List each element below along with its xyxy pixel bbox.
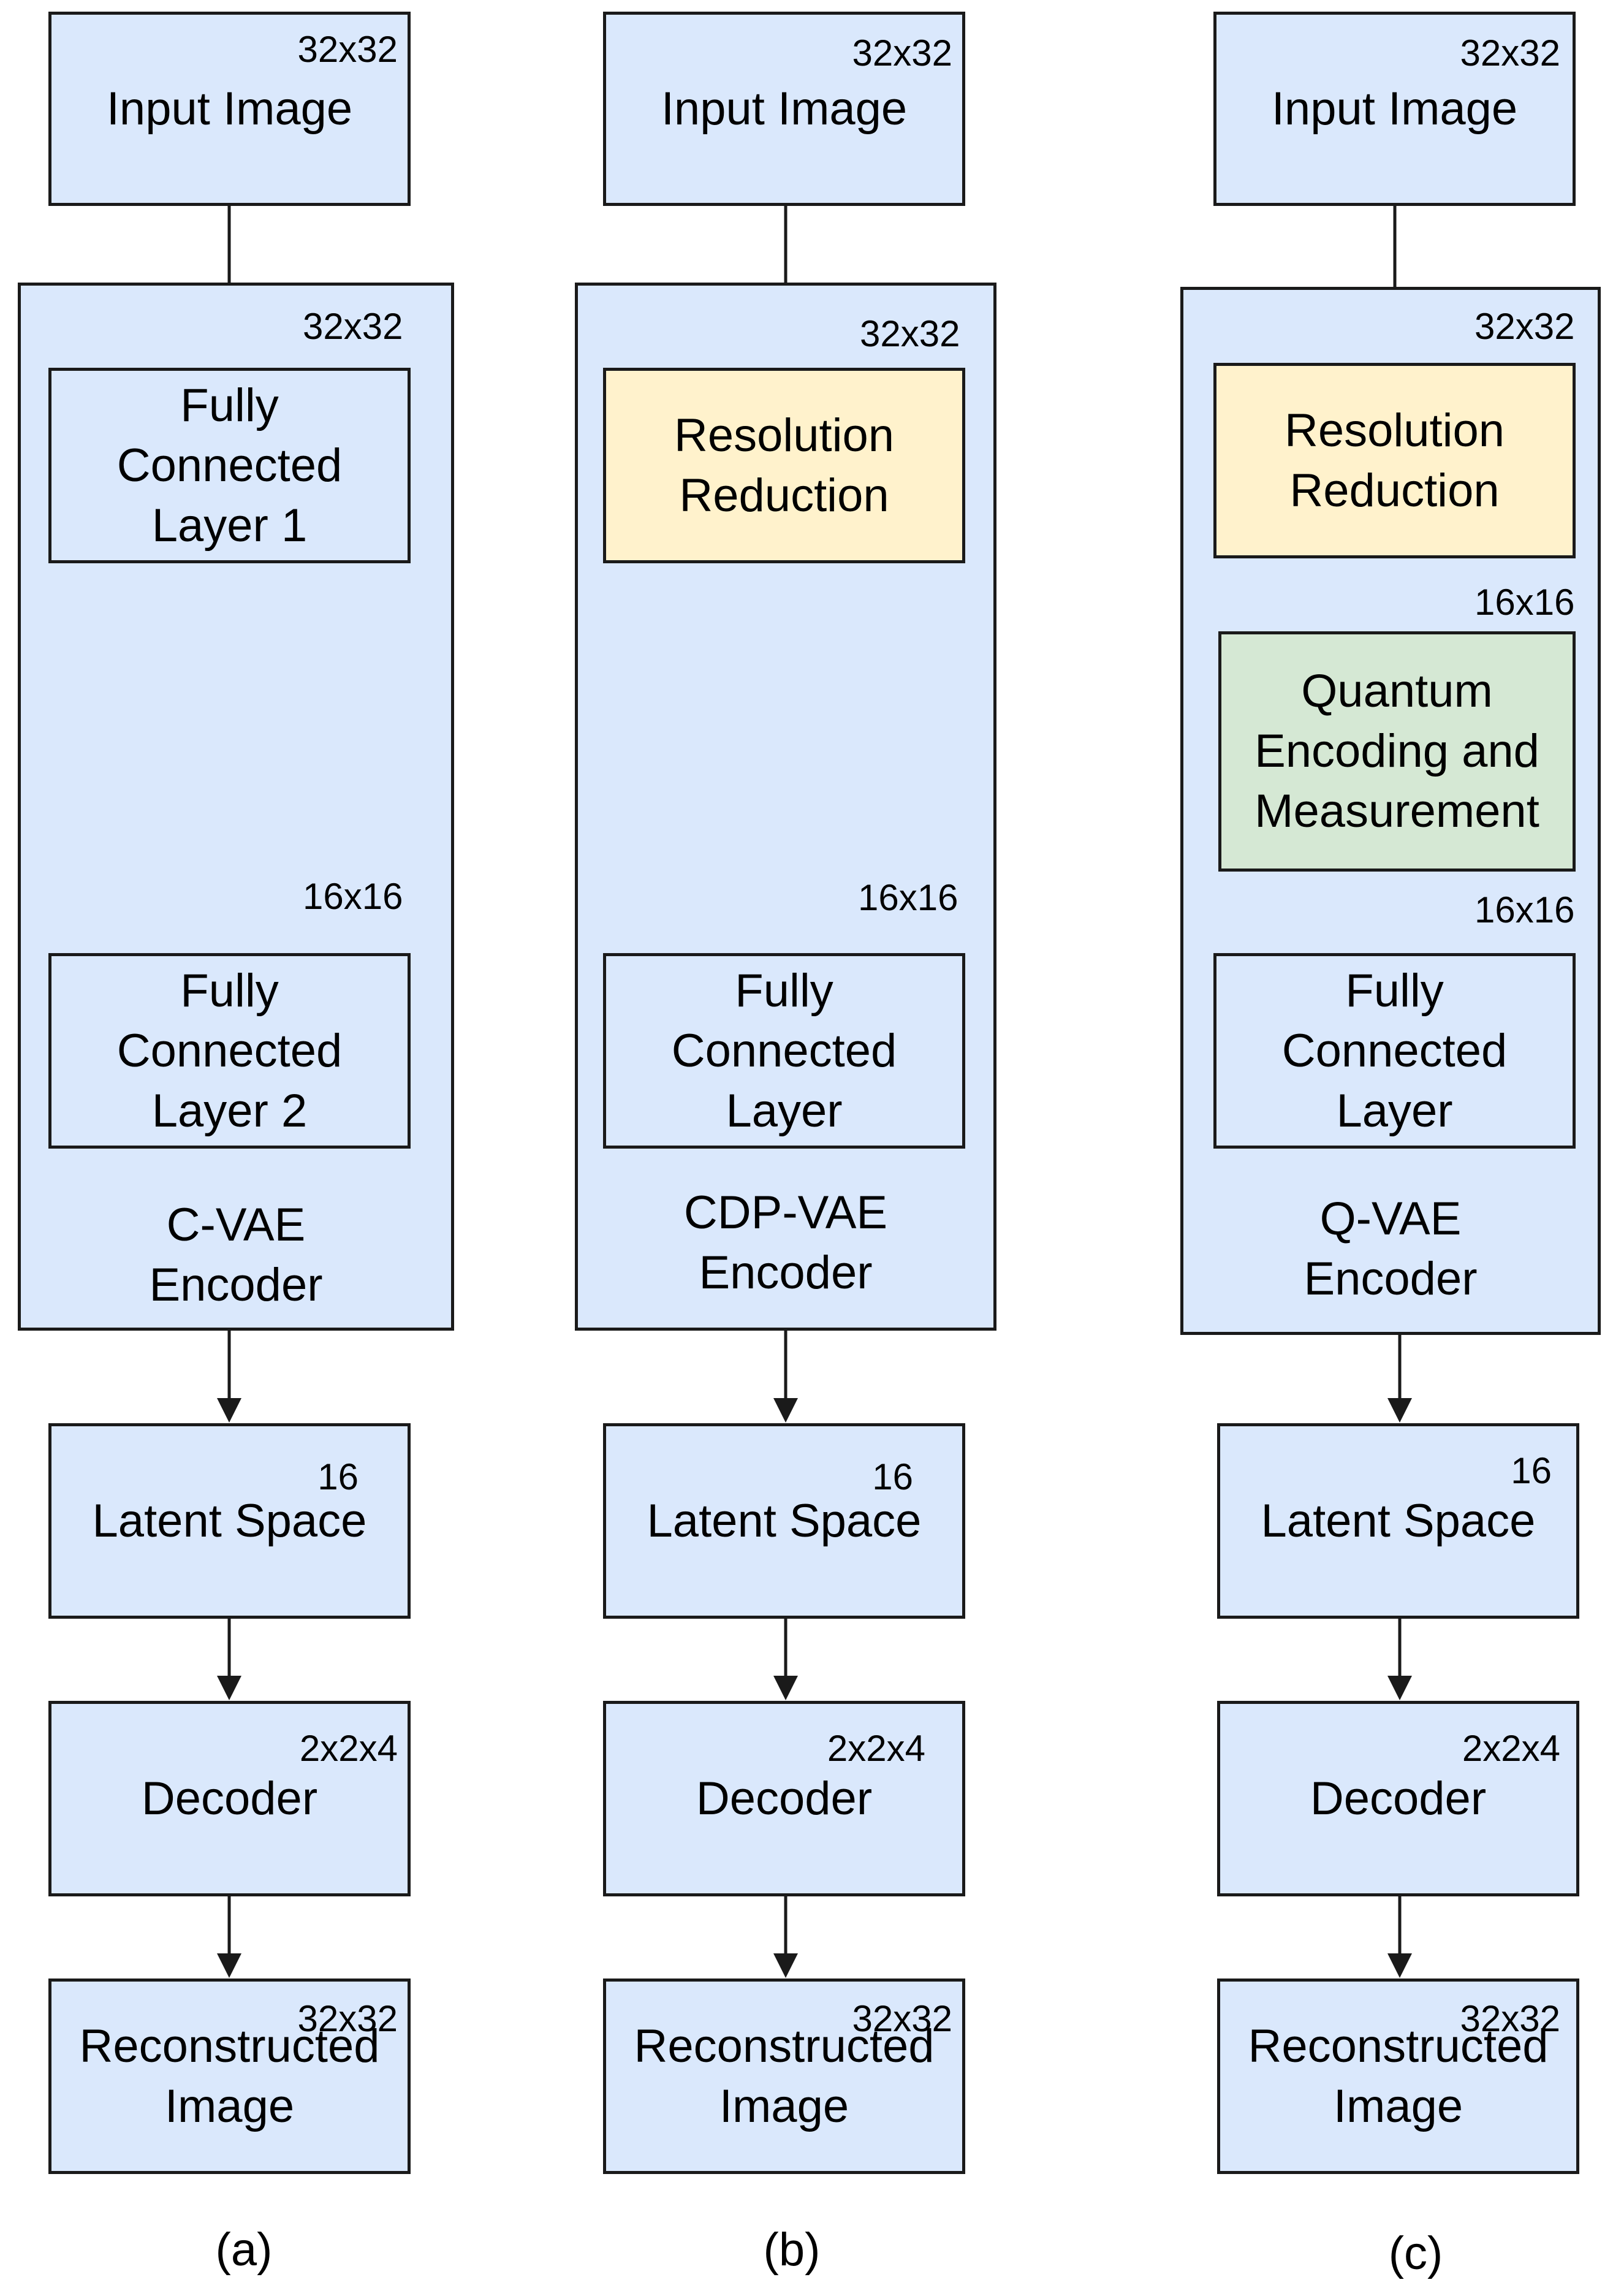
decoder-label: Decoder (696, 1772, 873, 1825)
decoder-dim-label: 2x2x4 (827, 1728, 925, 1769)
caption-c: (c) (1388, 2227, 1443, 2279)
output-dim-label: 32x32 (1460, 1998, 1560, 2039)
input-dim-label: 32x32 (1460, 32, 1560, 74)
encoder-label: CDP-VAE Encoder (683, 1187, 888, 1299)
output-dim-label: 32x32 (297, 1998, 398, 2039)
fully-connected-layer-box: Fully Connected Layer (1213, 953, 1576, 1149)
decoder-dim-label: 2x2x4 (1462, 1728, 1560, 1769)
latent-space-label: Latent Space (647, 1494, 922, 1547)
inner-dim-label: 16x16 (858, 877, 958, 918)
encoder-label: C-VAE Encoder (149, 1199, 323, 1311)
inner-dim-label: 16x16 (1474, 889, 1575, 930)
latent-dim-label: 16 (1511, 1450, 1552, 1491)
fully-connected-layer-box: Fully Connected Layer (603, 953, 965, 1149)
output-dim-label: 32x32 (852, 1998, 952, 2039)
input-dim-label: 32x32 (297, 29, 398, 70)
input-dim-label: 32x32 (852, 32, 952, 74)
inner-dim-label: 16x16 (303, 876, 403, 917)
latent-space-box: 16 Latent Space (48, 1423, 411, 1619)
latent-space-label: Latent Space (92, 1494, 367, 1547)
block-label: Fully Connected Layer 2 (116, 964, 343, 1137)
block-label: Fully Connected Layer (1281, 964, 1508, 1137)
input-image-label: Input Image (661, 82, 908, 135)
input-image-box: 32x32 Input Image (1213, 12, 1576, 206)
block-label: Resolution Reduction (674, 409, 895, 522)
quantum-encoding-measurement-box: Quantum Encoding and Measurement (1218, 631, 1576, 872)
block-label: Fully Connected Layer 1 (116, 379, 343, 552)
fully-connected-layer-2-box: Fully Connected Layer 2 (48, 953, 411, 1149)
input-image-label: Input Image (106, 82, 353, 135)
reconstructed-image-box: 32x32 Reconstructed Image (603, 1979, 965, 2174)
decoder-label: Decoder (1310, 1772, 1487, 1825)
fully-connected-layer-1-box: Fully Connected Layer 1 (48, 368, 411, 563)
input-image-label: Input Image (1271, 82, 1518, 135)
reconstructed-image-label: Reconstructed Image (634, 2020, 935, 2132)
resolution-reduction-box: Resolution Reduction (1213, 363, 1576, 558)
decoder-label: Decoder (141, 1772, 318, 1825)
block-label: Resolution Reduction (1284, 404, 1505, 517)
encoder-dim-label: 32x32 (303, 306, 403, 347)
input-image-box: 32x32 Input Image (603, 12, 965, 206)
latent-dim-label: 16 (872, 1456, 913, 1497)
decoder-box: 2x2x4 Decoder (1217, 1701, 1579, 1896)
encoder-dim-label: 32x32 (860, 313, 960, 354)
caption-b: (b) (763, 2224, 821, 2276)
reconstructed-image-box: 32x32 Reconstructed Image (1217, 1979, 1579, 2174)
latent-space-label: Latent Space (1261, 1494, 1536, 1547)
encoder-label: Q-VAE Encoder (1304, 1193, 1478, 1305)
resolution-reduction-box: Resolution Reduction (603, 368, 965, 563)
reconstructed-image-label: Reconstructed Image (79, 2020, 380, 2132)
inner-dim-label: 16x16 (1474, 582, 1575, 623)
decoder-box: 2x2x4 Decoder (603, 1701, 965, 1896)
latent-space-box: 16 Latent Space (1217, 1423, 1579, 1619)
latent-dim-label: 16 (317, 1456, 359, 1497)
latent-space-box: 16 Latent Space (603, 1423, 965, 1619)
reconstructed-image-box: 32x32 Reconstructed Image (48, 1979, 411, 2174)
decoder-box: 2x2x4 Decoder (48, 1701, 411, 1896)
input-image-box: 32x32 Input Image (48, 12, 411, 206)
decoder-dim-label: 2x2x4 (299, 1728, 398, 1769)
encoder-dim-label: 32x32 (1474, 306, 1575, 347)
caption-a: (a) (215, 2224, 273, 2276)
reconstructed-image-label: Reconstructed Image (1248, 2020, 1549, 2132)
block-label: Quantum Encoding and Measurement (1254, 665, 1539, 837)
block-label: Fully Connected Layer (671, 964, 897, 1137)
